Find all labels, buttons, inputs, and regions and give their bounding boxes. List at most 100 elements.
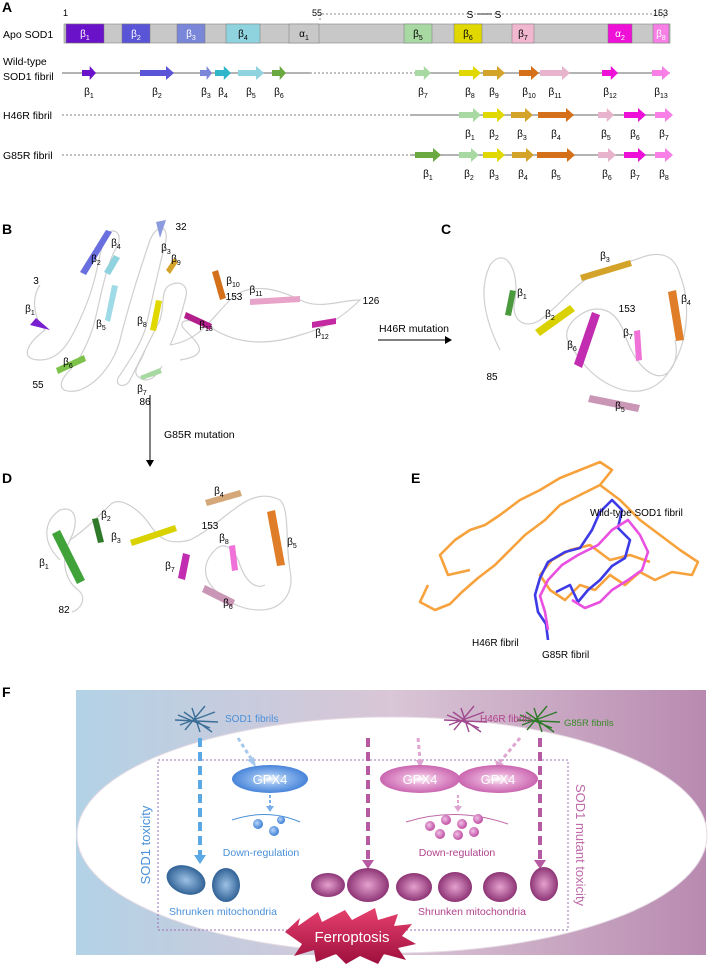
- panel-a-label: A: [2, 0, 12, 15]
- panel-b-strand-label: β4: [111, 238, 121, 251]
- fibril-strand-label: β7: [418, 87, 428, 100]
- apo-segment: [288, 23, 320, 44]
- gpx4-dot: [425, 821, 435, 831]
- fibril-strand-label: β1: [465, 129, 475, 142]
- panel-b-residue-number: 32: [175, 222, 187, 233]
- fibril-row-label: SOD1 fibril: [3, 71, 54, 83]
- fibril-row-label: Wild-type: [3, 56, 47, 68]
- fibril-strand-arrow: [598, 108, 614, 122]
- fibril-strand-label: β4: [551, 129, 561, 142]
- gpx4-dot: [277, 816, 285, 824]
- fibril-strand-arrow: [598, 148, 616, 162]
- fibril-strand-arrow: [238, 66, 264, 80]
- sod1-fibril-icon: [174, 705, 219, 733]
- fibril-strand-arrow: [655, 108, 673, 122]
- sod1-arrow-to-gpx4: [236, 737, 254, 761]
- disulfide-s1: S: [467, 10, 474, 21]
- panel-d-structure: [46, 490, 292, 613]
- fibril-strand-label: β9: [489, 87, 499, 100]
- panel-b-residue-number: 153: [226, 292, 243, 303]
- fibril-strand-label: β8: [465, 87, 475, 100]
- apo-segment: [453, 23, 483, 44]
- gpx4-dot: [473, 814, 483, 824]
- g85r-arrow-to-gpx4: [498, 737, 522, 763]
- fibril-strand-arrow: [602, 66, 618, 80]
- fibril-strand-arrow: [459, 66, 481, 80]
- apo-segment: [607, 23, 633, 44]
- g85r-fibril-label: G85R fibril: [542, 650, 589, 661]
- g85r-fibril-icon: [516, 705, 561, 733]
- panel-d-strand-label: β6: [223, 598, 233, 611]
- apo-segment-label: β5: [413, 29, 423, 42]
- panel-c-strand-label: β4: [681, 294, 691, 307]
- fibril-strand-arrow: [655, 148, 673, 162]
- fibril-strand-label: β13: [654, 87, 668, 100]
- down-regulation-right: Down-regulation: [419, 847, 496, 859]
- wt-fibril-label: Wild-type SOD1 fibril: [590, 508, 683, 519]
- panel-b-residue-number: 55: [32, 380, 44, 391]
- fibril-strand-arrow: [415, 66, 431, 80]
- mitochondrion-magenta: [530, 867, 558, 901]
- gpx4-label-b: GPX4: [403, 772, 438, 787]
- mitochondrion-magenta: [483, 872, 517, 902]
- apo-segment: [225, 23, 261, 44]
- fibril-strand-label: β2: [489, 129, 499, 142]
- fibril-strand-label: β6: [630, 129, 640, 142]
- gpx4-dot: [269, 826, 279, 836]
- mitochondrion-magenta: [311, 873, 345, 897]
- panel-c-strand-label: β6: [567, 340, 577, 353]
- panel-d-strand-label: β4: [214, 486, 224, 499]
- gpx4-dot: [457, 819, 467, 829]
- fibril-strand-arrow: [140, 66, 174, 80]
- apo-ss-number: 55: [312, 8, 322, 18]
- panel-d-strand-label: β2: [101, 510, 111, 523]
- h46r-fibril-icon: [443, 705, 488, 733]
- gpx4-magenta-1: [380, 765, 460, 793]
- fibril-strand-arrow: [511, 108, 533, 122]
- apo-segment: [403, 23, 433, 44]
- apo-segment-label: β3: [186, 29, 196, 42]
- disulfide-bracket: [319, 13, 665, 20]
- apo-end-number: 153: [653, 8, 668, 18]
- apo-segment: [121, 23, 151, 44]
- panel-b-structure: [26, 220, 362, 392]
- fibril-strand-label: β2: [464, 169, 474, 182]
- h46r-arrow-to-gpx4: [416, 737, 422, 761]
- fibril-strand-label: β6: [274, 87, 284, 100]
- panel-d-label: D: [2, 470, 12, 486]
- panel-e-overlay: [418, 460, 700, 641]
- apo-segment-label: β4: [238, 29, 248, 42]
- panel-b-residue-number: 126: [363, 296, 380, 307]
- gpx4-dot: [453, 830, 463, 840]
- fibril-strand-label: β2: [152, 87, 162, 100]
- gpx4-label-c: GPX4: [481, 772, 516, 787]
- sod1-toxicity-label: SOD1 toxicity: [138, 805, 153, 884]
- apo-segment-label: α1: [299, 29, 309, 42]
- panel-d-residue-number: 82: [58, 605, 70, 616]
- fibril-strand-label: β6: [602, 169, 612, 182]
- panel-e-label: E: [411, 470, 420, 486]
- gpx4-magenta-2: [458, 765, 538, 793]
- fibril-strand-label: β10: [522, 87, 536, 100]
- h46r-fibril-label: H46R fibril: [472, 638, 519, 649]
- apo-start-number: 1: [63, 8, 68, 18]
- gpx4-dot: [469, 827, 479, 837]
- g85r-mutation-label: G85R mutation: [164, 429, 235, 441]
- fibril-strand-arrow: [459, 148, 479, 162]
- down-regulation-left: Down-regulation: [223, 847, 300, 859]
- mitochondrion-magenta: [438, 872, 472, 902]
- panel-f-label: F: [2, 684, 11, 700]
- mutant-toxicity-label: SOD1 mutant toxicity: [573, 784, 588, 907]
- apo-label: Apo SOD1: [3, 29, 53, 41]
- gpx4-dot: [253, 819, 263, 829]
- panel-b-strand-label: β1: [25, 304, 35, 317]
- fibril-strand-label: β5: [551, 169, 561, 182]
- mitochondrion-magenta: [347, 868, 389, 902]
- panel-b-strand-label: β11: [249, 285, 262, 298]
- fibril-strand-arrow: [415, 148, 441, 162]
- mitochondrion-magenta: [396, 873, 432, 901]
